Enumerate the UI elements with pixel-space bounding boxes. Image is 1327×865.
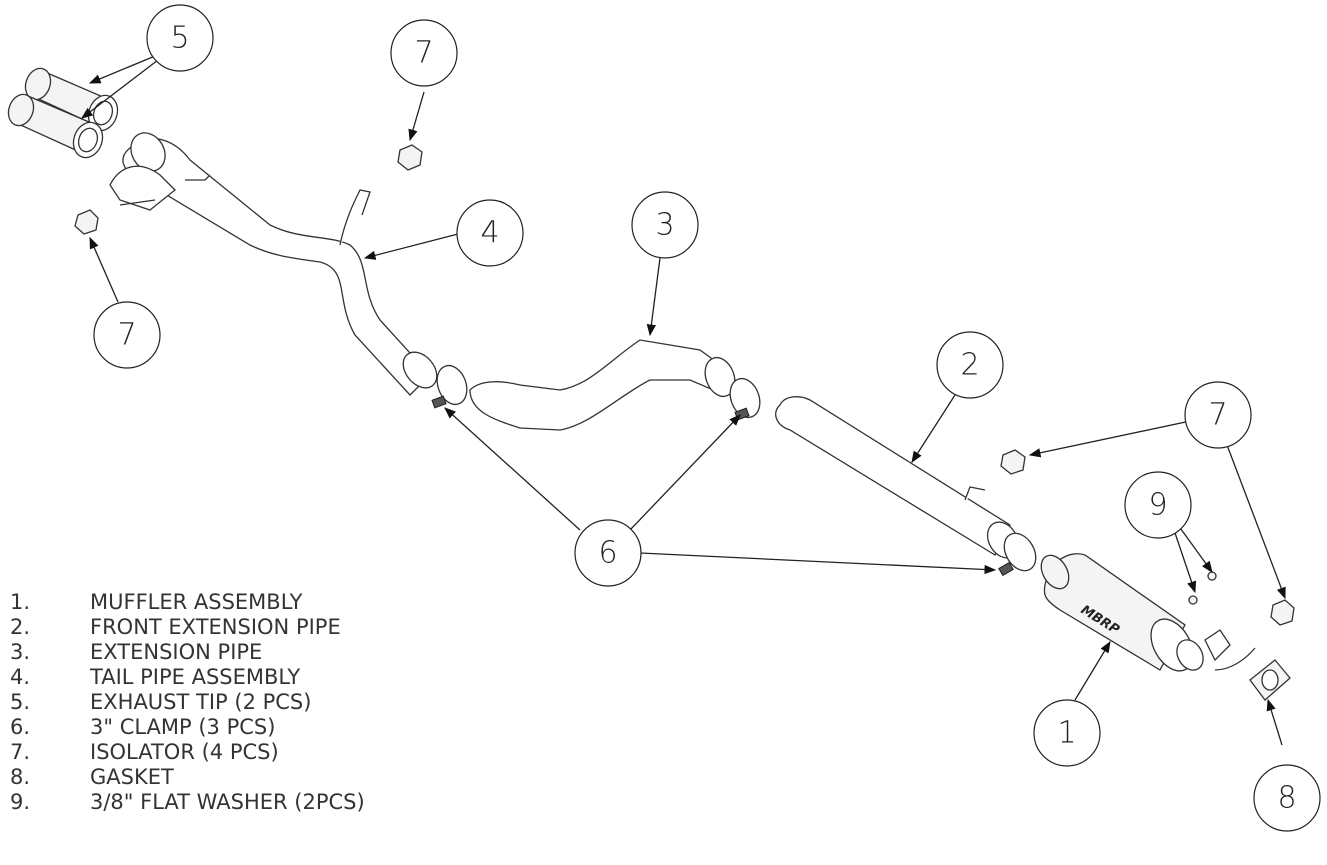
tail-pipe-assembly xyxy=(109,132,438,396)
parts-list-item: 2. FRONT EXTENSION PIPE xyxy=(10,615,365,640)
item-number: 3. xyxy=(10,640,31,664)
callout-8-label: 8 xyxy=(1277,781,1296,816)
callout-5: 5 xyxy=(146,4,214,72)
front-extension-pipe xyxy=(775,396,1020,559)
item-number: 2. xyxy=(10,615,31,639)
isolators xyxy=(74,144,1295,626)
item-number: 8. xyxy=(10,765,31,789)
parts-list-item: 9. 3/8" FLAT WASHER (2PCS) xyxy=(10,790,365,815)
item-number: 4. xyxy=(10,665,31,689)
parts-list-item: 1. MUFFLER ASSEMBLY xyxy=(10,590,365,615)
item-label: ISOLATOR (4 PCS) xyxy=(90,740,279,764)
item-label: 3/8" FLAT WASHER (2PCS) xyxy=(90,790,365,814)
parts-list: 1. MUFFLER ASSEMBLY 2. FRONT EXTENSION PIP… xyxy=(10,590,365,815)
callout-7-right: 7 xyxy=(1184,381,1252,449)
item-label: GASKET xyxy=(90,765,174,789)
extension-pipe xyxy=(469,339,736,431)
callout-2-label: 2 xyxy=(960,348,979,383)
callout-8: 8 xyxy=(1253,764,1321,832)
callout-2: 2 xyxy=(936,331,1004,399)
item-label: 3" CLAMP (3 PCS) xyxy=(90,715,276,739)
callout-9-label: 9 xyxy=(1148,488,1167,523)
callout-4: 4 xyxy=(456,199,524,267)
muffler-assembly: MBRP xyxy=(1040,553,1256,672)
callout-5-label: 5 xyxy=(170,21,189,56)
item-label: EXHAUST TIP (2 PCS) xyxy=(90,690,312,714)
callout-6: 6 xyxy=(574,519,642,587)
item-number: 7. xyxy=(10,740,31,764)
item-label: TAIL PIPE ASSEMBLY xyxy=(90,665,301,689)
parts-list-item: 8. GASKET xyxy=(10,765,365,790)
item-number: 5. xyxy=(10,690,31,714)
parts-list-item: 3. EXTENSION PIPE xyxy=(10,640,365,665)
callout-1: 1 xyxy=(1033,699,1101,767)
item-number: 6. xyxy=(10,715,31,739)
item-label: EXTENSION PIPE xyxy=(90,640,263,664)
callout-7-label: 7 xyxy=(1208,398,1227,433)
leader-lines xyxy=(81,55,1286,746)
callout-7-label: 7 xyxy=(414,36,433,71)
gasket xyxy=(1249,659,1291,701)
callout-4-label: 4 xyxy=(480,216,499,251)
callout-3-label: 3 xyxy=(655,208,674,243)
exhaust-tips xyxy=(7,67,119,159)
callout-3: 3 xyxy=(631,191,699,259)
callout-9: 9 xyxy=(1124,471,1192,539)
parts-list-item: 6. 3" CLAMP (3 PCS) xyxy=(10,715,365,740)
item-label: MUFFLER ASSEMBLY xyxy=(90,590,303,614)
parts-list-item: 7. ISOLATOR (4 PCS) xyxy=(10,740,365,765)
item-number: 9. xyxy=(10,790,31,814)
callout-1-label: 1 xyxy=(1057,716,1076,751)
callout-7-label: 7 xyxy=(117,318,136,353)
parts-list-item: 4. TAIL PIPE ASSEMBLY xyxy=(10,665,365,690)
callout-7-left: 7 xyxy=(93,301,161,369)
callout-7-top: 7 xyxy=(390,19,458,87)
item-label: FRONT EXTENSION PIPE xyxy=(90,615,341,639)
item-number: 1. xyxy=(10,590,31,614)
parts-list-item: 5. EXHAUST TIP (2 PCS) xyxy=(10,690,365,715)
flat-washers xyxy=(1188,571,1217,605)
callout-6-label: 6 xyxy=(598,536,617,571)
